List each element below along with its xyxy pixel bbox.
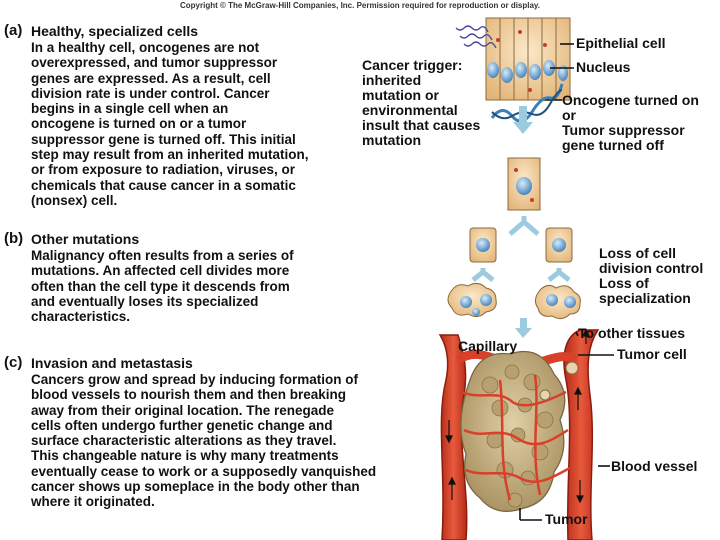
text-line: Cancers grow and spread by inducing form…: [31, 372, 359, 387]
loss-label: Loss of cell division control Loss of sp…: [599, 246, 703, 306]
text-line: blood vessels to nourish them and then b…: [31, 387, 347, 403]
callout-line: mutation: [362, 132, 422, 148]
callout-line: division control: [599, 260, 704, 276]
nucleus-label: Nucleus: [576, 59, 631, 75]
oncogene-label: Oncogene turned on or Tumor suppressor g…: [562, 93, 699, 153]
flow-arrows: [445, 328, 590, 504]
cancer-trigger-label: Cancer trigger: inherited mutation or en…: [362, 58, 480, 148]
tumor-label: Tumor: [545, 511, 588, 527]
callout-line: inherited: [362, 72, 422, 88]
callout-line: Oncogene turned on: [562, 92, 699, 108]
text-line: characteristics.: [31, 309, 131, 325]
callout-line: environmental: [362, 102, 458, 118]
text-line: cells often undergo further genetic chan…: [31, 417, 333, 433]
callout-line: specialization: [599, 290, 691, 306]
callout-line: Loss of: [599, 275, 649, 291]
section-c-text: Cancers grow and spread by inducing form…: [31, 372, 376, 510]
text-line: division rate is under control. Cancer: [31, 85, 270, 101]
callout-line: gene turned off: [562, 137, 664, 153]
text-line: suppressor gene is turned off. This init…: [31, 131, 296, 147]
blood-vessel-label: Blood vessel: [611, 458, 698, 474]
text-line: or from exposure to radiation, viruses, …: [31, 162, 296, 178]
section-a-label: (a): [4, 22, 23, 39]
tumor-cell-icon: [539, 389, 551, 401]
text-line: eventually cease to work or a supposedly…: [31, 463, 377, 479]
text-line: step may result from an inherited mutati…: [31, 147, 309, 163]
text-line: Malignancy often results from a series o…: [31, 248, 294, 263]
nucleus-icon: [558, 65, 568, 81]
text-line: genes are expressed. As a result, cell: [31, 70, 271, 86]
text-line: (nonsex) cell.: [31, 192, 118, 208]
section-c-title: Invasion and metastasis: [31, 355, 193, 371]
blood-vessel: [438, 329, 600, 540]
split-arrow-icon: [508, 216, 540, 236]
trigger-rays: [455, 25, 497, 49]
callout-line: Cancer trigger:: [362, 57, 463, 73]
text-line: chemicals that cause cancer in a somatic: [31, 177, 296, 193]
nucleus-icon: [487, 62, 499, 78]
callout-line: or: [562, 107, 576, 123]
callout-line: insult that causes: [362, 117, 481, 133]
to-other-tissues-label: To other tissues: [578, 325, 686, 341]
text-line: where it originated.: [31, 494, 155, 510]
dividing-cells: [469, 227, 573, 263]
callout-line: Loss of cell: [599, 245, 677, 261]
text-line: mutations. An affected cell divides more: [31, 263, 290, 279]
arrow-icon: [515, 318, 532, 338]
section-a-text: In a healthy cell, oncogenes are not ove…: [31, 40, 309, 208]
text-line: overexpressed, and tumor suppressor: [31, 55, 278, 71]
abnormal-cell-cluster: [534, 284, 581, 320]
split-arrow-icon: [471, 268, 571, 282]
epithelial-tissue: [485, 17, 571, 101]
abnormal-cell-cluster: [447, 282, 497, 318]
callout-line: Tumor suppressor: [562, 122, 685, 138]
arrow-icon: [513, 106, 533, 134]
nucleus-icon: [529, 64, 541, 80]
text-line: oncogene is turned on or a tumor: [31, 116, 247, 132]
nucleus-icon: [515, 62, 527, 78]
nucleus-icon: [501, 67, 513, 83]
epithelial-cell-label: Epithelial cell: [576, 35, 666, 51]
text-line: begins in a single cell when an: [31, 101, 229, 117]
section-b-label: (b): [4, 230, 24, 247]
section-b-title: Other mutations: [31, 231, 140, 247]
tumor-mass: [460, 350, 571, 512]
mutated-cell: [507, 157, 541, 211]
text-line: away from their original location. The r…: [31, 402, 335, 418]
capillary-label: Capillary: [458, 338, 518, 354]
section-b-text: Malignancy often results from a series o…: [31, 248, 294, 324]
leader-lines: [519, 331, 614, 521]
text-line: cancer shows up someplace in the body ot…: [31, 479, 360, 495]
text-line: This changeable nature is why many treat…: [31, 448, 339, 464]
text-line: often than the cell type it descends fro…: [31, 278, 290, 294]
callout-line: mutation or: [362, 87, 439, 103]
dna-helix-icon: [490, 83, 564, 123]
section-c-label: (c): [4, 354, 23, 371]
tumor-cell-icon: [565, 361, 579, 375]
text-line: and eventually loses its specialized: [31, 293, 259, 309]
text-line: surface characteristic alterations as th…: [31, 433, 337, 449]
tumor-cell-label: Tumor cell: [617, 346, 687, 362]
text-line: In a healthy cell, oncogenes are not: [31, 40, 260, 55]
nucleus-icon: [543, 60, 555, 76]
copyright-notice: Copyright © The McGraw-Hill Companies, I…: [179, 1, 541, 10]
section-a-title: Healthy, specialized cells: [31, 23, 199, 39]
